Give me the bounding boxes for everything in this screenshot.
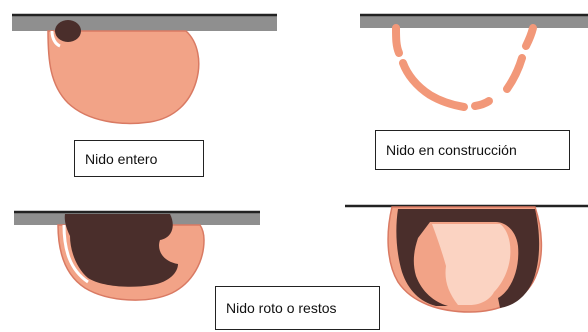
nest-broken-cavity [64,214,178,287]
nest-segment [471,97,493,110]
nest-light-interior [432,224,511,305]
nest-body [47,30,200,125]
caption-text: Nido en construcción [386,142,517,158]
nest-entrance-hole [55,20,81,42]
surface-band [12,15,277,31]
nest-rim [62,224,89,284]
caption-nido-en-construccion: Nido en construcción [375,130,570,170]
panel-nido-construccion [360,13,588,111]
nest-segment [399,59,468,111]
panel-nido-entero [12,13,277,125]
caption-text: Nido entero [85,150,158,167]
caption-text: Nido roto o restos [226,300,337,316]
panel-nido-roto [14,210,260,301]
nest-segment [503,54,526,93]
caption-nido-entero: Nido entero [74,140,204,177]
nest-segment [392,24,403,57]
nest-rim [50,30,61,48]
caption-nido-roto-o-restos: Nido roto o restos [215,286,380,330]
nest-segment [522,24,537,50]
nest-dark-remains [396,209,540,308]
panel-nido-restos [345,204,588,313]
